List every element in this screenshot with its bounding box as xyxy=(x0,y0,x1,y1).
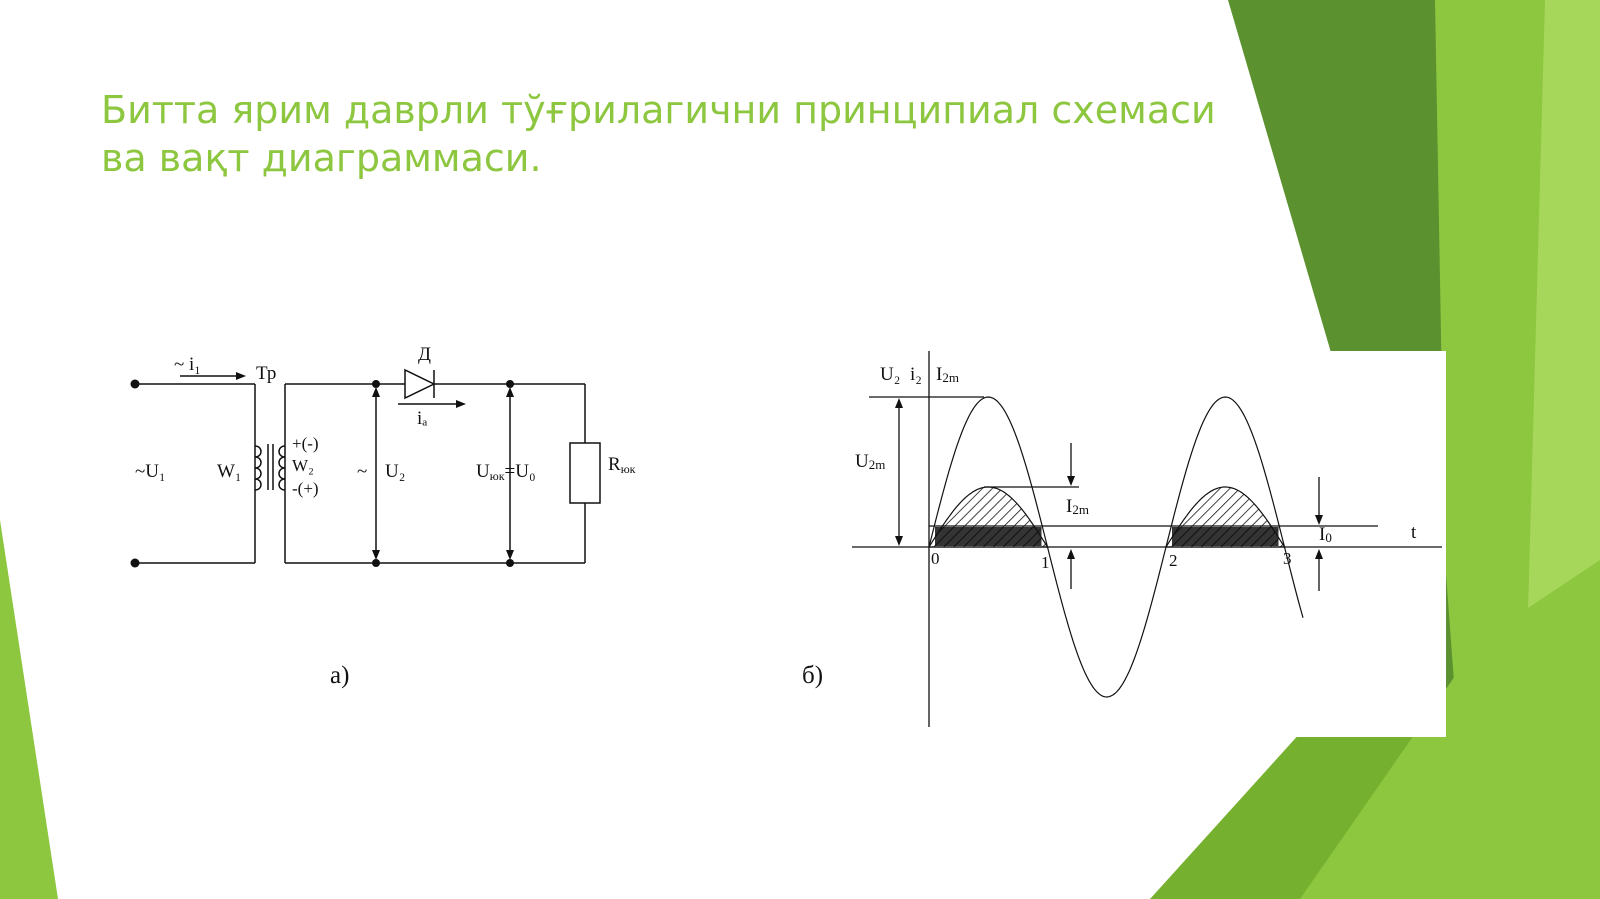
uload-arrowhead-up xyxy=(506,387,514,397)
transformer-label: Тр xyxy=(256,363,276,384)
tick-0: 0 xyxy=(931,549,940,568)
tick-1: 1 xyxy=(1041,553,1050,572)
i1-arrowhead xyxy=(236,372,246,380)
diode-current-label: iₐ xyxy=(417,408,427,429)
input-voltage-label: ~U₁ xyxy=(135,461,166,482)
node-u2-bottom xyxy=(372,559,380,567)
timing-caption: б) xyxy=(802,662,824,689)
tick-3: 3 xyxy=(1283,549,1292,568)
u2-arrowhead-up xyxy=(372,387,380,397)
secondary-bottom-polarity-label: -(+) xyxy=(292,479,319,498)
input-current-label: ~ i₁ xyxy=(174,354,201,375)
load-resistor-label: Rюк xyxy=(608,454,636,476)
primary-winding-label: W₁ xyxy=(217,461,242,482)
tick-2: 2 xyxy=(1169,551,1178,570)
page-title: Битта ярим даврли тўғрилагични принципиа… xyxy=(101,86,1221,182)
bg-bottom-light xyxy=(1300,560,1600,899)
i2-axis-label: i₂ xyxy=(910,364,922,385)
node-load-top xyxy=(506,380,514,388)
u2m-arrowhead-up xyxy=(895,398,903,408)
ia-arrowhead xyxy=(456,400,466,408)
diode-label: Д xyxy=(418,344,431,365)
uload-arrowhead-down xyxy=(506,550,514,560)
t-axis-label: t xyxy=(1411,522,1417,543)
u2m-label: U2m xyxy=(855,451,885,472)
ac-symbol-label: ~ xyxy=(357,461,367,482)
timing-diagram: U₂ i₂ I2m U2m I2m I0 t 0 1 2 3 xyxy=(852,351,1446,737)
bg-left-green-wedge xyxy=(0,520,58,899)
u2m-arrowhead-down xyxy=(895,536,903,546)
input-top-terminal xyxy=(130,379,140,389)
circuit-caption: а) xyxy=(330,662,350,689)
secondary-top-polarity-label: +(-) xyxy=(292,434,319,453)
node-u2-top xyxy=(372,380,380,388)
load-voltage-label: Uюк=U₀ xyxy=(476,461,536,483)
primary-coil xyxy=(254,445,262,491)
i0-arrowhead-up xyxy=(1315,549,1323,559)
i2m-arrowhead-up xyxy=(1067,549,1075,559)
i2m-arrowhead-down xyxy=(1067,476,1075,486)
average-current-band-hatch-2 xyxy=(1172,527,1279,546)
secondary-voltage-label: U₂ xyxy=(385,461,405,482)
u2-axis-label: U₂ xyxy=(880,364,900,385)
i0-label: I0 xyxy=(1319,524,1332,545)
u2-sine-wave xyxy=(928,396,1304,698)
node-load-bottom xyxy=(506,559,514,567)
i0-arrowhead-down xyxy=(1315,515,1323,525)
secondary-winding-label: W₂ xyxy=(292,456,314,475)
load-resistor-body xyxy=(569,442,601,504)
average-current-band-hatch-1 xyxy=(935,527,1042,546)
i2m-marker-label: I2m xyxy=(1066,496,1089,517)
i2m-axis-label: I2m xyxy=(936,364,959,385)
input-bottom-terminal xyxy=(130,558,140,568)
title-line-1: Битта ярим даврли тўғрилагични принципиа… xyxy=(101,88,1216,132)
rectifier-circuit-schematic: ~ i₁ Тр ~U₁ W₁ +(-) W₂ -(+) ~ U₂ Д iₐ Uю… xyxy=(130,344,636,568)
title-line-2: ва вақт диаграммаси. xyxy=(101,136,542,180)
secondary-coil xyxy=(278,445,286,491)
u2-arrowhead-down xyxy=(372,550,380,560)
diode-triangle xyxy=(404,368,436,400)
